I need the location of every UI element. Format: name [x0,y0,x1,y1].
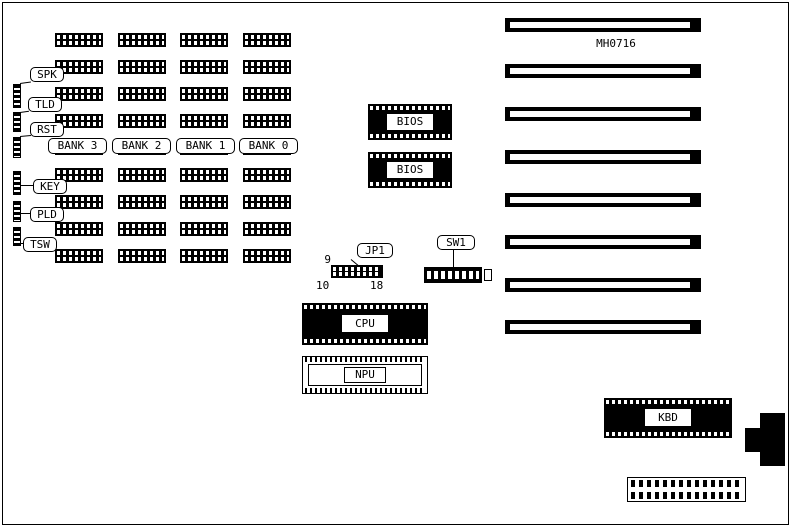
tld-header-icon [13,112,21,132]
expansion-slot-opening [510,111,690,117]
label-bank1: BANK 1 [176,138,235,154]
memory-chip [55,168,103,182]
memory-chip [55,114,103,128]
expansion-slot-opening [510,239,690,245]
memory-chip [180,168,228,182]
memory-chip [55,87,103,101]
bios-chip-1-label: BIOS [387,114,433,130]
memory-chip [243,222,291,236]
npu-socket-inner [308,364,422,386]
bios-chip-2-label: BIOS [387,162,433,178]
memory-chip [180,249,228,263]
expansion-slot-opening [510,197,690,203]
expansion-slot [505,235,701,249]
memory-chip [55,33,103,47]
expansion-slot [505,107,701,121]
memory-chip [118,168,166,182]
memory-chip [243,168,291,182]
bottom-pin-connector [627,477,746,502]
label-bank0: BANK 0 [239,138,298,154]
jp1-pin-header [331,265,383,278]
pld-leader-line [20,213,31,214]
expansion-slot-opening [510,324,690,330]
label-tsw: TSW [23,237,57,252]
label-pld: PLD [30,207,64,222]
memory-chip [243,249,291,263]
memory-bank-column [118,33,166,276]
expansion-slot-opening [510,22,690,28]
spk-header-icon [13,84,21,108]
label-key: KEY [33,179,67,194]
expansion-slot [505,193,701,207]
jp1-pin-9: 9 [324,253,331,266]
tsw-leader-line [20,243,24,244]
memory-chip [180,60,228,74]
keyboard-din-connector [760,413,785,466]
label-bank3: BANK 3 [48,138,107,154]
memory-chip [243,33,291,47]
memory-chip [243,195,291,209]
expansion-slot [505,150,701,164]
expansion-slot-opening [510,68,690,74]
memory-chip [55,222,103,236]
sw1-end-box [484,269,492,281]
expansion-slot [505,320,701,334]
memory-chip [118,114,166,128]
cpu-chip-label: CPU [342,315,388,332]
label-spk: SPK [30,67,64,82]
memory-chip [55,249,103,263]
memory-chip [118,195,166,209]
expansion-slot [505,18,701,32]
memory-chip [118,33,166,47]
bios-chip-2: BIOS [368,152,452,188]
label-sw1: SW1 [437,235,475,250]
label-npu: NPU [344,367,386,383]
memory-chip [118,249,166,263]
memory-bank-column [243,33,291,276]
expansion-slot-opening [510,154,690,160]
memory-chip [243,87,291,101]
bios-chip-1: BIOS [368,104,452,140]
key-leader-line [20,185,34,186]
jp1-pin-18: 18 [370,279,384,292]
key-header-icon [13,171,21,195]
memory-chip [55,195,103,209]
expansion-slot-opening [510,282,690,288]
memory-chip [180,114,228,128]
label-tld: TLD [28,97,62,112]
keyboard-din-connector-step [745,428,760,452]
memory-chip [180,33,228,47]
sw1-dip-switch [424,267,482,283]
label-bank2: BANK 2 [112,138,171,154]
memory-bank-column [180,33,228,276]
memory-chip [180,87,228,101]
memory-chip [118,222,166,236]
sw1-leader-line [453,250,454,267]
board-model-label: MH0716 [596,37,636,50]
memory-chip [243,60,291,74]
jp1-pin-10: 10 [316,279,330,292]
label-jp1: JP1 [357,243,393,258]
cpu-chip: CPU [302,303,428,345]
memory-chip [180,195,228,209]
kbd-chip-label: KBD [645,409,691,426]
expansion-slot [505,64,701,78]
tsw-header-icon [13,227,21,246]
memory-chip [243,114,291,128]
memory-chip [118,87,166,101]
rst-header-icon [13,137,21,158]
pld-header-icon [13,201,21,222]
memory-chip [180,222,228,236]
memory-chip [118,60,166,74]
label-rst: RST [30,122,64,137]
memory-chip [55,60,103,74]
expansion-slot [505,278,701,292]
kbd-chip: KBD [604,398,732,438]
